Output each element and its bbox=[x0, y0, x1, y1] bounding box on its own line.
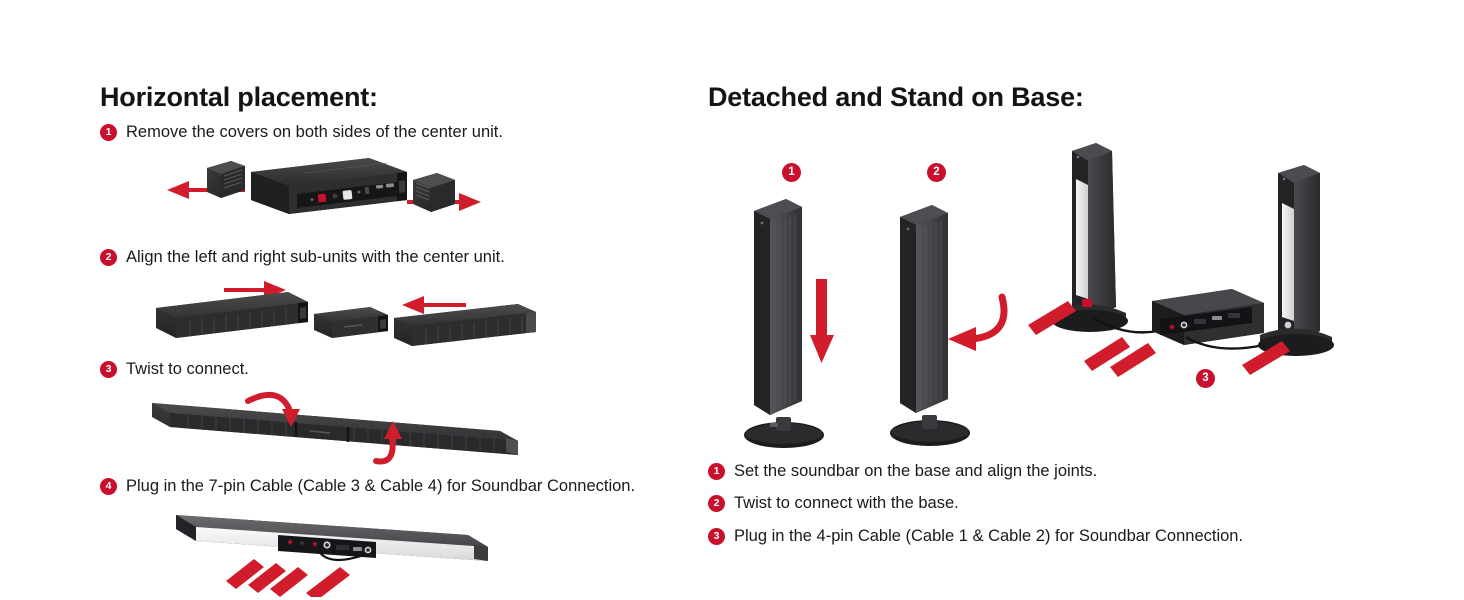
right-cover-cap bbox=[413, 173, 455, 213]
arrow-lower-speaker bbox=[810, 279, 834, 364]
twist-connect-illustration bbox=[152, 392, 518, 465]
soundbar-rear bbox=[176, 514, 488, 561]
step-label-h1: Remove the covers on both sides of the c… bbox=[126, 123, 503, 142]
step-item-d3: 3 Plug in the 4-pin Cable (Cable 1 & Cab… bbox=[708, 525, 1328, 548]
center-subunit bbox=[314, 306, 388, 338]
arrow-connect-right bbox=[1242, 341, 1290, 376]
right-subunit bbox=[394, 303, 536, 346]
speaker-base-step2 bbox=[890, 415, 970, 447]
center-unit-illustration bbox=[167, 158, 481, 215]
arrow-connect-left bbox=[1028, 301, 1076, 336]
figure-remove-covers bbox=[145, 150, 700, 228]
detached-steps-list: 1 Set the soundbar on the base and align… bbox=[708, 460, 1328, 557]
figure-badge-2: 2 bbox=[927, 163, 946, 183]
figure-badge-1: 1 bbox=[782, 163, 801, 183]
page-title-detached: Detached and Stand on Base: bbox=[708, 82, 1084, 112]
step-item-h3: 3 Twist to connect. bbox=[100, 358, 700, 381]
step-badge-h3: 3 bbox=[100, 360, 117, 378]
right-upright-speaker bbox=[1258, 165, 1334, 357]
step-label-h2: Align the left and right sub-units with … bbox=[126, 248, 505, 267]
left-subunit bbox=[156, 291, 308, 338]
left-cover-cap bbox=[207, 161, 245, 199]
horizontal-placement-column: Horizontal placement: 1 Remove the cover… bbox=[100, 82, 700, 597]
center-unit-box bbox=[1152, 289, 1265, 350]
figure-twist-connect bbox=[148, 387, 700, 465]
step-label-d3: Plug in the 4-pin Cable (Cable 1 & Cable… bbox=[734, 526, 1244, 545]
step-badge-d1: 1 bbox=[708, 463, 725, 480]
left-upright-speaker bbox=[1052, 143, 1159, 334]
step-badge-h1: 1 bbox=[100, 124, 117, 142]
detached-stand-column: Detached and Stand on Base: 1 2 3 bbox=[708, 82, 1348, 545]
step-label-h4: Plug in the 7-pin Cable (Cable 3 & Cable… bbox=[126, 477, 636, 496]
arrow-twist-left bbox=[245, 392, 300, 428]
step-label-d1: Set the soundbar on the base and align t… bbox=[734, 462, 1098, 480]
assembled-soundbar bbox=[152, 403, 518, 456]
arrow-right-subunit bbox=[402, 295, 466, 314]
figure-badge-3: 3 bbox=[1196, 369, 1215, 389]
align-subunits-illustration bbox=[156, 280, 536, 346]
step-badge-d3: 3 bbox=[708, 527, 725, 545]
center-unit-body bbox=[251, 158, 407, 215]
step-label-d2: Twist to connect with the base. bbox=[734, 494, 959, 513]
speaker-base-step1 bbox=[744, 417, 824, 449]
page-title-horizontal: Horizontal placement: bbox=[100, 82, 378, 112]
arrow-twist-speaker bbox=[948, 293, 1008, 352]
vertical-speaker-step1 bbox=[744, 199, 834, 449]
arrow-twist-right bbox=[373, 421, 402, 465]
step-item-h1: 1 Remove the covers on both sides of the… bbox=[100, 121, 700, 144]
base-connection-illustration bbox=[1028, 143, 1334, 378]
figure-align-subunits bbox=[148, 278, 700, 350]
step-badge-h4: 4 bbox=[100, 478, 117, 496]
vertical-speaker-step2 bbox=[890, 205, 1008, 447]
step-badge-d2: 2 bbox=[708, 495, 725, 513]
step-item-d1: 1 Set the soundbar on the base and align… bbox=[708, 460, 1328, 483]
step-label-h3: Twist to connect. bbox=[126, 359, 249, 378]
step-item-d2: 2 Twist to connect with the base. bbox=[708, 492, 1328, 515]
step-badge-h2: 2 bbox=[100, 249, 117, 267]
arrow-plug-group bbox=[226, 558, 350, 597]
step-item-h4: 4 Plug in the 7-pin Cable (Cable 3 & Cab… bbox=[100, 475, 700, 498]
detached-figures-area: 1 2 3 bbox=[708, 121, 1348, 451]
step-item-h2: 2 Align the left and right sub-units wit… bbox=[100, 246, 700, 269]
figure-plug-7pin bbox=[168, 505, 700, 597]
arrow-connect-center bbox=[1084, 337, 1156, 378]
plug-7pin-illustration bbox=[176, 514, 488, 597]
